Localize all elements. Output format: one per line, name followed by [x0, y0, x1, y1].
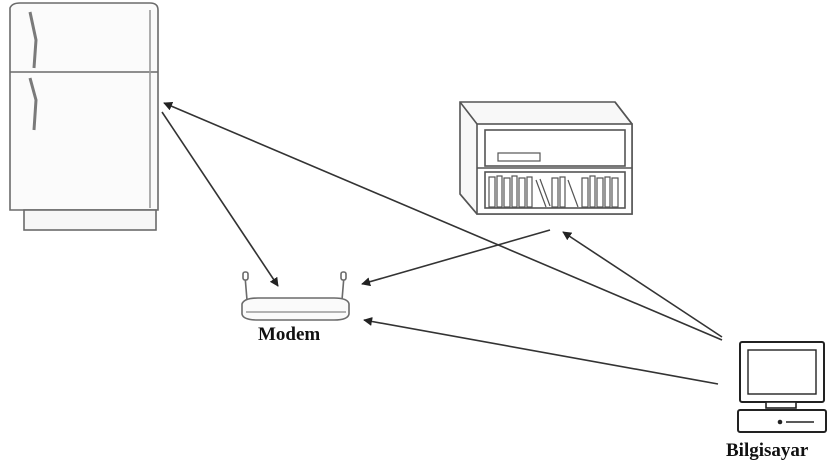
arrow-computer-to-bookshelf [562, 231, 723, 338]
arrow-bookshelf-to-modem [361, 229, 551, 287]
arrow-computer-to-refrigerator [163, 102, 723, 341]
modem-label: Modem [258, 324, 321, 345]
arrow-computer-to-modem [363, 317, 719, 385]
router-icon [241, 271, 350, 321]
arrow-refrigerator-to-modem [161, 111, 279, 287]
refrigerator-icon [9, 2, 159, 231]
computer-label: Bilgisayar [726, 440, 809, 461]
bookshelf-icon [459, 101, 633, 215]
desktop-computer-icon [737, 341, 827, 433]
